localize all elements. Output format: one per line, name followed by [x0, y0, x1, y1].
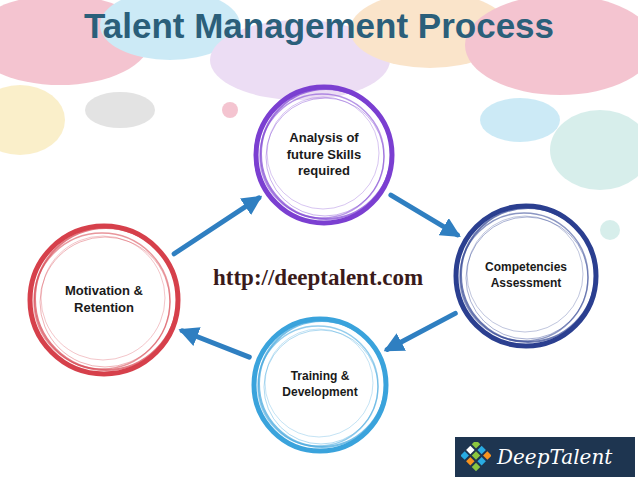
circle-label: Analysis of future Skills required [279, 130, 369, 181]
process-circle: Competencies Assessment [452, 202, 600, 350]
flow-arrow [391, 195, 457, 235]
flow-arrow [182, 331, 249, 357]
process-circle: Analysis of future Skills required [252, 83, 396, 227]
circle-label: Motivation & Retention [54, 283, 154, 317]
circle-label: Competencies Assessment [472, 260, 580, 291]
process-circle: Training & Development [250, 315, 390, 455]
logo-badge: DeepTalent [455, 437, 635, 477]
logo-icon [461, 442, 491, 472]
circle-label: Training & Development [272, 369, 368, 400]
process-circle: Motivation & Retention [26, 222, 182, 378]
flow-arrow [174, 198, 259, 254]
flow-arrow [387, 313, 455, 349]
logo-text: DeepTalent [497, 444, 612, 470]
diagram-title: Talent Management Process [0, 6, 638, 46]
website-url: http://deeptalent.com [213, 265, 423, 291]
